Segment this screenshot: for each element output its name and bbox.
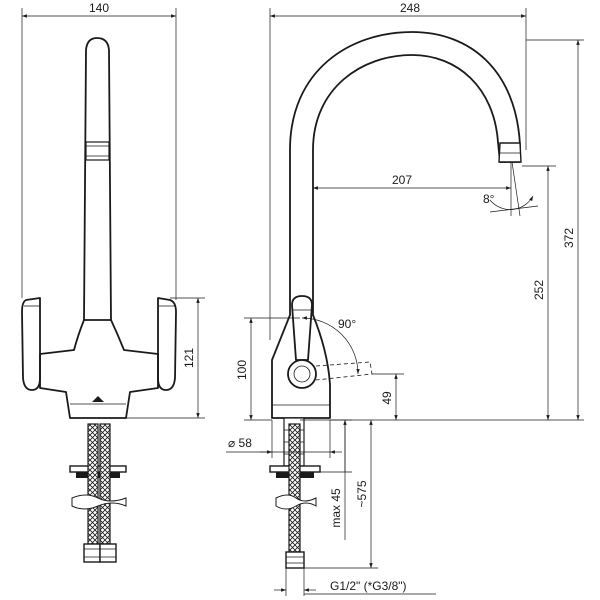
dim-base-diameter: ⌀ 58: [228, 436, 252, 450]
front-hose-nut-left: [83, 543, 101, 563]
side-spout-nozzle: [498, 142, 522, 163]
front-spout: [83, 37, 112, 321]
front-hose-nut-right: [99, 543, 117, 563]
dim-lever-angle: 90°: [338, 317, 356, 331]
front-spout-ring: [85, 141, 110, 161]
front-lever-right: [157, 297, 177, 391]
side-view: 90° 248 207 8° 372 252: [226, 1, 584, 596]
dim-body-height: 100: [235, 360, 249, 380]
side-hose: [288, 423, 301, 553]
dim-thread: G1/2" (*G3/8"): [330, 579, 407, 593]
side-lever-open-position: [315, 361, 373, 381]
front-lever-left: [21, 297, 41, 391]
dim-spout-height: 252: [532, 280, 546, 300]
dim-lever-height: 121: [182, 348, 196, 368]
front-hose-left: [87, 423, 99, 545]
dim-spout-angle: 8°: [483, 192, 495, 206]
front-view: 140 121: [21, 1, 205, 563]
front-hose-right: [99, 423, 111, 545]
side-hose-break: [275, 494, 317, 510]
dim-total-height: 372: [562, 228, 576, 248]
dim-hose-length: ~575: [355, 480, 369, 507]
front-body: [39, 319, 159, 419]
side-lever: [291, 295, 313, 361]
front-hose-break: [71, 494, 127, 510]
dim-front-width: 140: [89, 1, 109, 15]
dim-side-reach: 248: [400, 1, 420, 15]
dim-spout-reach: 207: [392, 173, 412, 187]
dim-max-thickness: max 45: [329, 488, 343, 528]
front-logo-mark: [92, 396, 104, 402]
side-hose-nut: [285, 551, 305, 569]
dim-lever-lower: 49: [380, 391, 394, 405]
